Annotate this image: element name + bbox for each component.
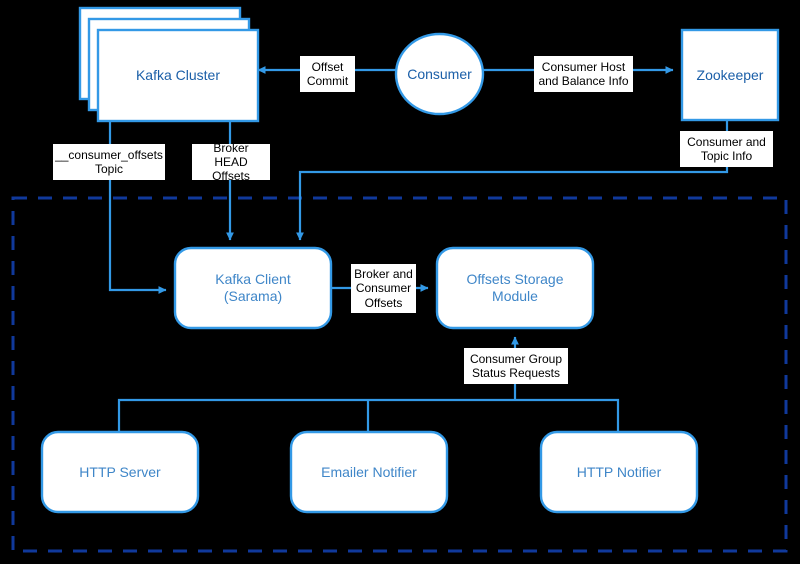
edge-label-consumer-offsets-topic: __consumer_offsets Topic <box>53 144 165 180</box>
node-http-notifier[interactable] <box>539 430 699 514</box>
edge-label-broker-and-consumer-offsets: Broker and Consumer Offsets <box>351 264 416 313</box>
node-zookeeper[interactable] <box>680 28 780 122</box>
node-http-server[interactable] <box>40 430 200 514</box>
edge-label-consumer-and-topic-info: Consumer and Topic Info <box>680 131 773 167</box>
edge-zookeeper-to-kafka-client <box>296 120 729 241</box>
node-kafka-cluster[interactable] <box>78 6 260 123</box>
edge-label-broker-head-offsets: Broker HEAD Offsets <box>192 141 270 183</box>
node-kafka-client[interactable] <box>173 246 333 330</box>
edge-label-offset-commit: Offset Commit <box>300 56 355 92</box>
edge-label-consumer-group-status-requests: Consumer Group Status Requests <box>464 348 568 384</box>
node-offsets-storage-module[interactable] <box>435 246 595 330</box>
edge-label-consumer-host-and-balance-info: Consumer Host and Balance Info <box>534 56 633 92</box>
node-consumer[interactable] <box>394 32 485 116</box>
node-emailer-notifier[interactable] <box>289 430 449 514</box>
application-boundary <box>11 196 788 553</box>
